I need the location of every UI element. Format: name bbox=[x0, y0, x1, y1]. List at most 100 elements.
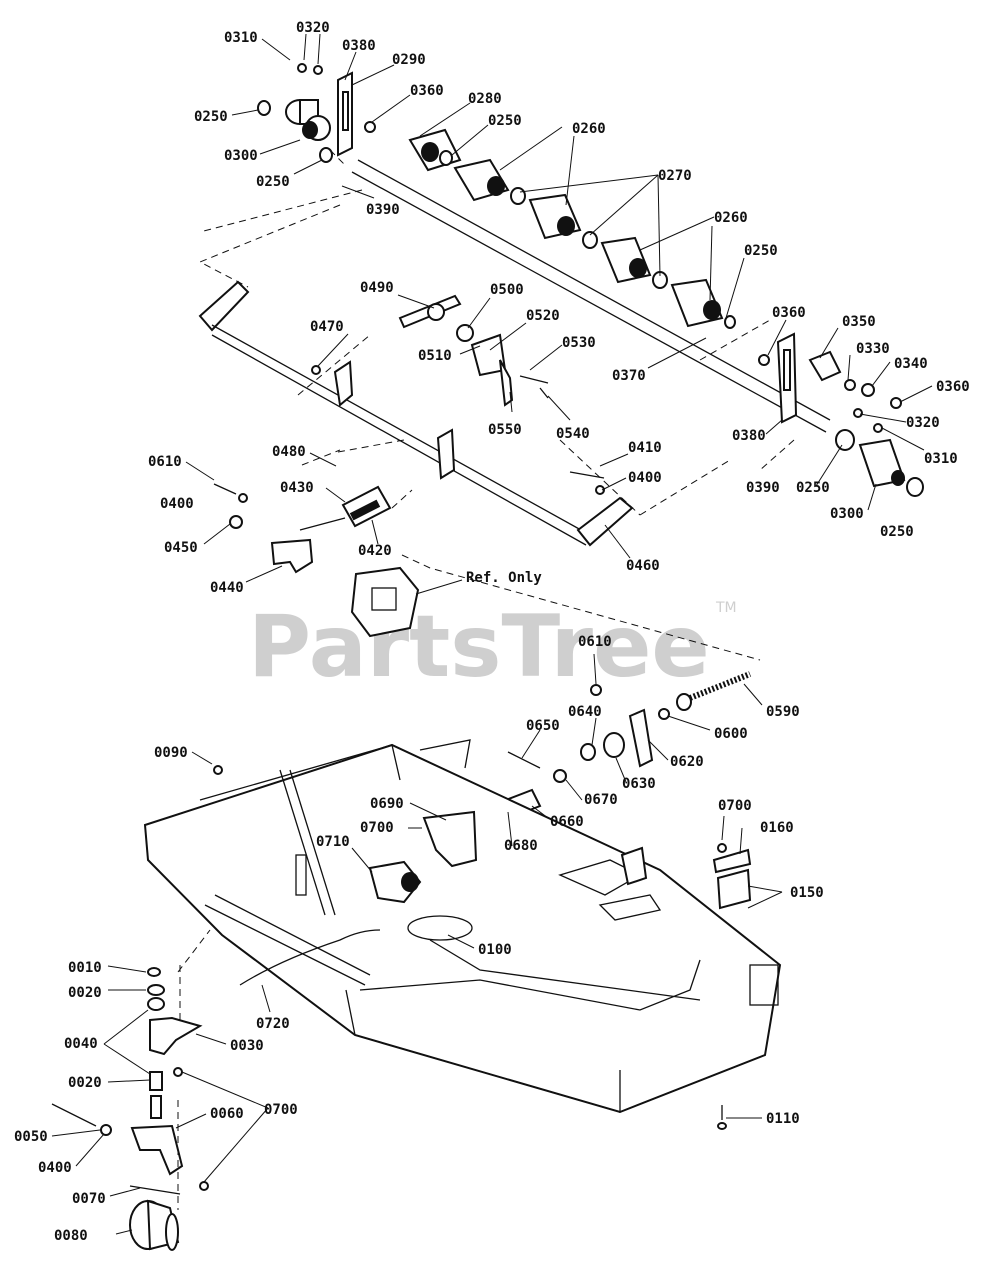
callout-label[interactable]: 0320 bbox=[296, 20, 330, 36]
callout-label[interactable]: 0010 bbox=[68, 960, 102, 976]
callout-label[interactable]: 0250 bbox=[194, 109, 228, 125]
callout-label[interactable]: 0540 bbox=[556, 426, 590, 442]
callout-label[interactable]: 0310 bbox=[924, 451, 958, 467]
callout-label[interactable]: 0360 bbox=[772, 305, 806, 321]
callout-label[interactable]: 0720 bbox=[256, 1016, 290, 1032]
callout-label[interactable]: 0350 bbox=[842, 314, 876, 330]
callout-label[interactable]: 0680 bbox=[504, 838, 538, 854]
spring-assembly bbox=[504, 671, 752, 818]
callout-label[interactable]: 0670 bbox=[584, 792, 618, 808]
roller-upper-2 bbox=[453, 158, 510, 202]
callout-label[interactable]: 0700 bbox=[264, 1102, 298, 1118]
callout-label[interactable]: 0460 bbox=[626, 558, 660, 574]
watermark-trademark: TM bbox=[715, 600, 737, 616]
leader-lines bbox=[51, 33, 933, 1235]
callout-label[interactable]: 0470 bbox=[310, 319, 344, 335]
callout-label[interactable]: 0410 bbox=[628, 440, 662, 456]
roller-right-lower bbox=[835, 429, 924, 497]
roller-upper-4 bbox=[600, 236, 652, 284]
callout-label[interactable]: 0250 bbox=[880, 524, 914, 540]
callout-label[interactable]: 0070 bbox=[72, 1191, 106, 1207]
callout-label[interactable]: 0380 bbox=[342, 38, 376, 54]
roller-upper-5 bbox=[670, 278, 724, 328]
callout-label[interactable]: 0650 bbox=[526, 718, 560, 734]
callout-label[interactable]: 0280 bbox=[468, 91, 502, 107]
callout-label[interactable]: 0250 bbox=[744, 243, 778, 259]
callout-label[interactable]: 0160 bbox=[760, 820, 794, 836]
callout-label[interactable]: 0050 bbox=[14, 1129, 48, 1145]
callout-label[interactable]: 0300 bbox=[830, 506, 864, 522]
right-roller-bracket bbox=[559, 319, 924, 516]
callout-label[interactable]: 0290 bbox=[392, 52, 426, 68]
callout-label[interactable]: 0500 bbox=[490, 282, 524, 298]
callout-label[interactable]: 0340 bbox=[894, 356, 928, 372]
callout-label[interactable]: 0020 bbox=[68, 1075, 102, 1091]
callout-label[interactable]: 0110 bbox=[766, 1111, 800, 1127]
callout-label[interactable]: 0660 bbox=[550, 814, 584, 830]
callout-label[interactable]: 0080 bbox=[54, 1228, 88, 1244]
callout-label[interactable]: 0330 bbox=[856, 341, 890, 357]
callout-label[interactable]: 0400 bbox=[628, 470, 662, 486]
bracket-0160 bbox=[712, 848, 752, 874]
callout-label[interactable]: 0400 bbox=[38, 1160, 72, 1176]
callout-label[interactable]: 0370 bbox=[612, 368, 646, 384]
callout-label[interactable]: 0690 bbox=[370, 796, 404, 812]
callout-label[interactable]: 0610 bbox=[578, 634, 612, 650]
callout-label[interactable]: 0360 bbox=[936, 379, 970, 395]
motor bbox=[368, 860, 422, 904]
callout-label[interactable]: 0400 bbox=[160, 496, 194, 512]
callout-label[interactable]: 0040 bbox=[64, 1036, 98, 1052]
callout-label[interactable]: 0300 bbox=[224, 148, 258, 164]
callout-label[interactable]: 0320 bbox=[906, 415, 940, 431]
callout-label[interactable]: 0250 bbox=[488, 113, 522, 129]
callout-label[interactable]: 0620 bbox=[670, 754, 704, 770]
callout-label[interactable]: 0060 bbox=[210, 1106, 244, 1122]
callout-label[interactable]: 0450 bbox=[164, 540, 198, 556]
actuator-group bbox=[213, 483, 761, 661]
roller-left-outer bbox=[285, 99, 331, 141]
callout-label[interactable]: Ref. Only bbox=[466, 570, 542, 586]
callout-label[interactable]: 0270 bbox=[658, 168, 692, 184]
callout-label[interactable]: 0710 bbox=[316, 834, 350, 850]
motor-bracket bbox=[422, 810, 478, 868]
callout-label[interactable]: 0640 bbox=[568, 704, 602, 720]
callout-label[interactable]: 0310 bbox=[224, 30, 258, 46]
callout-label[interactable]: 0090 bbox=[154, 745, 188, 761]
lift-arm-right bbox=[576, 496, 634, 547]
watermark-text: PartsTree bbox=[248, 597, 710, 697]
callout-label[interactable]: 0590 bbox=[766, 704, 800, 720]
callout-label[interactable]: 0550 bbox=[488, 422, 522, 438]
roller-upper-3 bbox=[528, 193, 582, 240]
callout-label[interactable]: 0600 bbox=[714, 726, 748, 742]
callout-label[interactable]: 0490 bbox=[360, 280, 394, 296]
caster-wheel-assembly bbox=[51, 967, 209, 1251]
callout-label[interactable]: 0100 bbox=[478, 942, 512, 958]
callout-label[interactable]: 0260 bbox=[714, 210, 748, 226]
callout-label[interactable]: 0030 bbox=[230, 1038, 264, 1054]
callout-label[interactable]: 0420 bbox=[358, 543, 392, 559]
callout-label[interactable]: 0430 bbox=[280, 480, 314, 496]
callout-label[interactable]: 0630 bbox=[622, 776, 656, 792]
callout-label[interactable]: 0520 bbox=[526, 308, 560, 324]
callout-label[interactable]: 0250 bbox=[796, 480, 830, 496]
callout-label[interactable]: 0700 bbox=[718, 798, 752, 814]
callout-label[interactable]: 0390 bbox=[746, 480, 780, 496]
callout-label[interactable]: 0390 bbox=[366, 202, 400, 218]
callout-label[interactable]: 0360 bbox=[410, 83, 444, 99]
callout-label[interactable]: 0530 bbox=[562, 335, 596, 351]
callout-label[interactable]: 0510 bbox=[418, 348, 452, 364]
callout-label[interactable]: 0020 bbox=[68, 985, 102, 1001]
callout-label[interactable]: 0700 bbox=[360, 820, 394, 836]
callout-label[interactable]: 0260 bbox=[572, 121, 606, 137]
washer bbox=[257, 100, 271, 116]
callout-label[interactable]: 0250 bbox=[256, 174, 290, 190]
callout-label[interactable]: 0480 bbox=[272, 444, 306, 460]
callout-label[interactable]: 0380 bbox=[732, 428, 766, 444]
callout-label[interactable]: 0610 bbox=[148, 454, 182, 470]
lift-bar-assembly bbox=[198, 280, 634, 547]
callout-label[interactable]: 0150 bbox=[790, 885, 824, 901]
callout-label[interactable]: 0440 bbox=[210, 580, 244, 596]
callout-labels: 0310 0320 0380 0290 0360 0280 0250 0250 … bbox=[14, 20, 970, 1244]
